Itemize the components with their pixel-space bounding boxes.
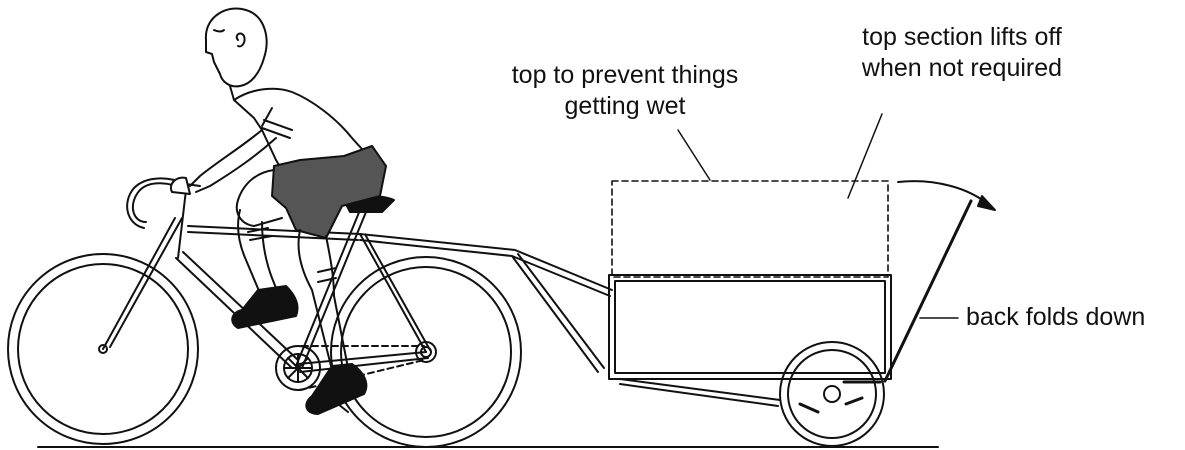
leader-top-wet	[677, 129, 711, 181]
trailer-box	[608, 274, 892, 380]
trailer	[608, 180, 996, 447]
tow-bar	[359, 233, 613, 373]
rider-arm	[189, 129, 277, 193]
rider-ear	[235, 32, 246, 48]
rider-shorts	[271, 145, 387, 239]
label-top-lifts-line2: when not required	[861, 54, 1063, 82]
leader-top-lifts	[847, 113, 883, 199]
fold-arrow	[897, 180, 991, 207]
chainring	[275, 345, 321, 391]
trailer-wheel	[779, 341, 885, 447]
label-back-folds: back folds down	[966, 303, 1146, 331]
trailer-top-section	[611, 180, 889, 278]
rider	[170, 7, 387, 415]
label-top-wet-line1: top to prevent things	[511, 61, 739, 89]
label-top-lifts-line1: top section lifts off	[862, 23, 1062, 51]
trailer-back-panel	[883, 199, 973, 383]
rider-shoe-front	[231, 285, 299, 329]
rear-wheel	[330, 256, 522, 448]
front-wheel	[7, 253, 199, 445]
label-top-wet: top to prevent things getting wet	[475, 60, 775, 122]
label-top-lifts: top section lifts off when not required	[832, 22, 1092, 84]
rider-shoe-rear	[305, 363, 368, 415]
rear-sprocket	[415, 341, 437, 363]
rider-head	[204, 7, 268, 88]
label-top-wet-line2: getting wet	[564, 92, 686, 120]
